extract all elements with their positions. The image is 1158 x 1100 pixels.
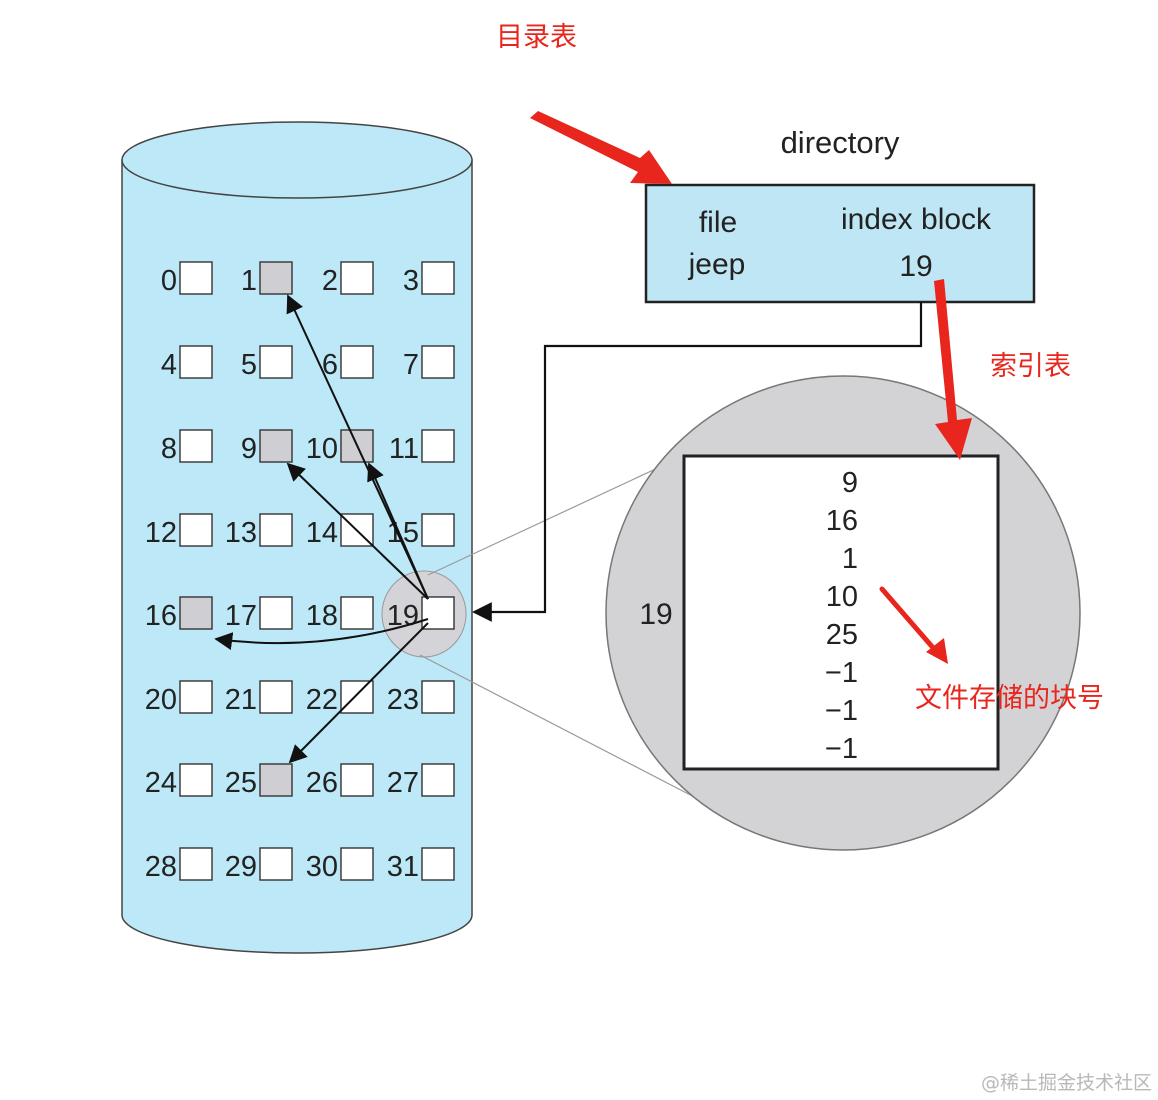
- pointer-to-block-16: [214, 618, 429, 651]
- disk-block-number: 21: [225, 684, 257, 716]
- disk-block-30: [340, 847, 374, 881]
- directory-table: [644, 183, 1036, 304]
- disk-block-12: [179, 513, 213, 547]
- directory-title: directory: [781, 125, 900, 160]
- disk-block-number: 30: [306, 851, 338, 883]
- disk-block-number: 6: [322, 349, 338, 381]
- pointer-to-block-1: [286, 294, 429, 600]
- pointer-to-block-9: [286, 462, 429, 600]
- index-entry: 10: [826, 581, 858, 613]
- directory-row-index-block: 19: [899, 250, 932, 283]
- disk-block-6: [340, 345, 374, 379]
- disk-block-number: 17: [225, 600, 257, 632]
- disk-block-3: [421, 261, 455, 295]
- disk-block-number: 16: [145, 600, 177, 632]
- disk-block-23: [421, 680, 455, 714]
- disk-block-number: 10: [306, 433, 338, 465]
- index-entry: −1: [825, 657, 858, 689]
- index-entry: −1: [825, 695, 858, 727]
- pointer-to-block-25: [288, 622, 429, 764]
- index-entry: −1: [825, 733, 858, 765]
- disk-block-7: [421, 345, 455, 379]
- disk-block-9: [259, 429, 293, 463]
- disk-block-29: [259, 847, 293, 881]
- directory-header-file: file: [699, 206, 737, 239]
- directory-header-index-block: index block: [841, 203, 992, 236]
- disk-block-number: 12: [145, 517, 177, 549]
- red-arrow-to-directory-icon: [530, 111, 672, 184]
- disk-block-number: 11: [389, 433, 419, 465]
- disk-block-number: 31: [387, 851, 419, 883]
- disk-block-28: [179, 847, 213, 881]
- disk-block-21: [259, 680, 293, 714]
- disk-block-31: [421, 847, 455, 881]
- disk-block-27: [421, 763, 455, 797]
- disk-block-24: [179, 763, 213, 797]
- index-block-table: [682, 454, 1000, 771]
- disk-block-number: 4: [161, 349, 177, 381]
- disk-block-number: 7: [403, 349, 419, 381]
- disk-block-15: [421, 513, 455, 547]
- disk-block-16: [179, 596, 213, 630]
- index-block-label: 19: [639, 598, 672, 631]
- disk-block-1: [259, 261, 293, 295]
- disk-block-number: 8: [161, 433, 177, 465]
- disk-block-17: [259, 596, 293, 630]
- disk-block-number: 3: [403, 265, 419, 297]
- disk-block-number: 24: [145, 767, 177, 799]
- disk-block-number: 14: [306, 517, 338, 549]
- index-block-entries: 9 16 1 10 25 −1 −1 −1: [825, 467, 858, 765]
- watermark: @稀土掘金技术社区: [981, 1072, 1152, 1094]
- disk-block-number: 29: [225, 851, 257, 883]
- disk-block-18: [340, 596, 374, 630]
- index-entry: 1: [842, 543, 858, 575]
- index-entry: 9: [842, 467, 858, 499]
- annotation-directory-table: 目录表: [496, 22, 577, 53]
- annotation-block-numbers: 文件存储的块号: [915, 683, 1104, 714]
- annotation-index-table: 索引表: [990, 351, 1071, 382]
- disk-block-5: [259, 345, 293, 379]
- red-arrow-to-entries-shaft: [879, 586, 938, 653]
- index-pointers: [214, 294, 429, 764]
- index-entry: 16: [826, 505, 858, 537]
- directory-row-file-name: jeep: [688, 248, 746, 281]
- disk-block-number: 0: [161, 265, 177, 297]
- disk-block-20: [179, 680, 213, 714]
- disk-block-26: [340, 763, 374, 797]
- disk-block-4: [179, 345, 213, 379]
- disk-block-number: 25: [225, 767, 257, 799]
- directory-to-index-connector: [472, 302, 923, 622]
- pointer-to-block-10: [367, 462, 429, 600]
- disk-block-number: 23: [387, 684, 419, 716]
- disk-block-11: [421, 429, 455, 463]
- disk-block-number: 28: [145, 851, 177, 883]
- disk-block-number: 26: [306, 767, 338, 799]
- disk-block-13: [259, 513, 293, 547]
- disk-block-number: 22: [306, 684, 338, 716]
- disk-block-number: 20: [145, 684, 177, 716]
- disk-block-0: [179, 261, 213, 295]
- disk-block-8: [179, 429, 213, 463]
- disk-block-number: 1: [241, 265, 257, 297]
- disk-block-number: 9: [241, 433, 257, 465]
- disk-block-number: 13: [225, 517, 257, 549]
- annotations: 目录表 索引表 文件存储的块号: [496, 22, 1104, 714]
- red-arrow-to-index-block-icon: [934, 279, 972, 460]
- cylinder-top: [121, 121, 473, 199]
- disk-block-number: 5: [241, 349, 257, 381]
- index-entry: 25: [826, 619, 858, 651]
- disk-block-number: 27: [387, 767, 419, 799]
- zoom-line-bottom: [419, 654, 701, 801]
- disk-block-22: [340, 680, 374, 714]
- disk-block-number: 18: [306, 600, 338, 632]
- disk-block-number: 2: [322, 265, 338, 297]
- disk-block-2: [340, 261, 374, 295]
- red-arrow-to-entries-icon: [926, 638, 948, 664]
- disk-block-25: [259, 763, 293, 797]
